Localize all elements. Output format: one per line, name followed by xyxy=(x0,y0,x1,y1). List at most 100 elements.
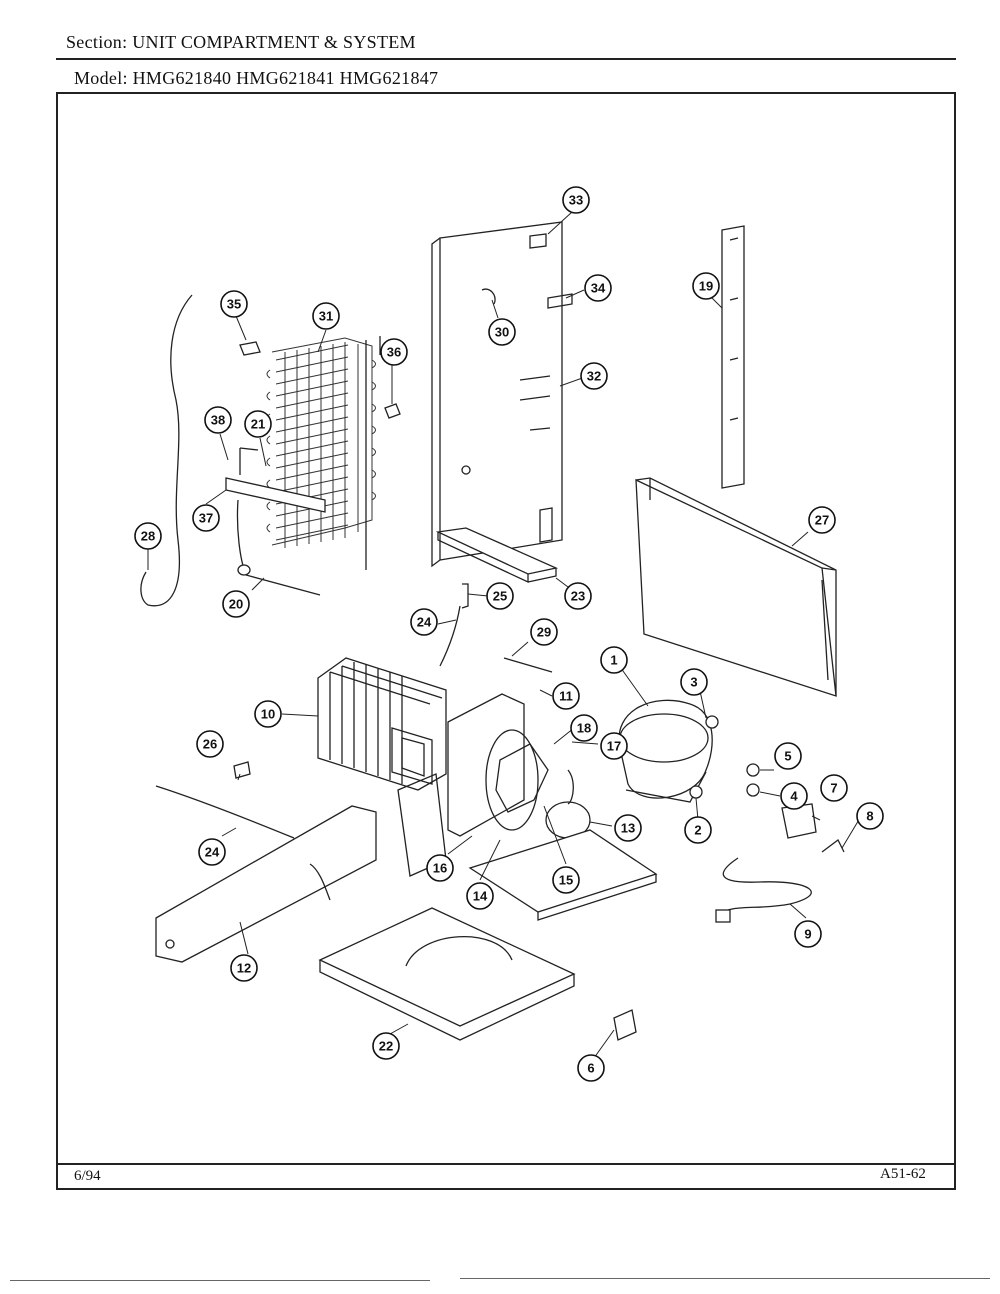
tube-24-upper-illustration xyxy=(439,605,461,667)
callout-9-label: 9 xyxy=(804,927,811,942)
callout-13: 13 xyxy=(614,814,642,842)
model-number-1: HMG621840 xyxy=(132,68,232,88)
callout-2-label: 2 xyxy=(694,823,701,838)
condenser-10-illustration xyxy=(317,657,447,791)
callout-11: 11 xyxy=(552,682,580,710)
callout-35: 35 xyxy=(220,290,248,318)
callout-33: 33 xyxy=(562,186,590,214)
callout-16: 16 xyxy=(426,854,454,882)
callout-25-label: 25 xyxy=(493,589,507,604)
callout-5: 5 xyxy=(774,742,802,770)
frame-footer-rule xyxy=(56,1163,956,1165)
rod-29-illustration xyxy=(503,657,553,673)
fan-blade-illustration xyxy=(495,743,549,813)
frame-right xyxy=(954,92,956,1190)
callout-22-label: 22 xyxy=(379,1039,393,1054)
callout-24-lower-label: 24 xyxy=(205,845,220,860)
callout-35-label: 35 xyxy=(227,297,241,312)
callout-38-label: 38 xyxy=(211,413,225,428)
callout-3-label: 3 xyxy=(690,675,697,690)
callout-4-label: 4 xyxy=(790,789,798,804)
callout-8: 8 xyxy=(856,802,884,830)
callout-28-label: 28 xyxy=(141,529,155,544)
drain-pan-illustration xyxy=(318,907,576,1041)
callout-14: 14 xyxy=(466,882,494,910)
callout-12-label: 12 xyxy=(237,961,251,976)
callout-17-label: 17 xyxy=(607,739,621,754)
model-number-2: HMG621841 xyxy=(236,68,335,88)
callout-3: 3 xyxy=(680,668,708,696)
section-label: Section: xyxy=(66,32,128,52)
compressor-illustration xyxy=(618,699,719,803)
bracket-17-illustration xyxy=(567,769,574,805)
callout-14-label: 14 xyxy=(473,889,488,904)
callout-15-label: 15 xyxy=(559,873,573,888)
leader-lines xyxy=(147,211,861,1059)
callout-1: 1 xyxy=(600,646,628,674)
callout-17: 17 xyxy=(600,732,628,760)
callout-6-label: 6 xyxy=(587,1061,594,1076)
back-panel-illustration xyxy=(439,221,563,561)
screw-33-illustration xyxy=(529,233,547,249)
callout-21: 21 xyxy=(244,410,272,438)
callout-11-label: 11 xyxy=(559,689,573,704)
thermistor-illustration xyxy=(481,288,496,305)
callout-37-label: 37 xyxy=(199,511,213,526)
clip-8-illustration xyxy=(821,839,845,853)
callout-9: 9 xyxy=(794,920,822,948)
footer-page-code: A51-62 xyxy=(880,1166,926,1182)
relay-illustration xyxy=(781,803,817,839)
model-number-3: HMG621847 xyxy=(339,68,439,88)
callout-1-label: 1 xyxy=(610,653,617,668)
callout-12: 12 xyxy=(230,954,258,982)
grommet-5-illustration xyxy=(746,763,760,777)
condenser-coil-illustration xyxy=(266,336,381,570)
callout-21-label: 21 xyxy=(251,417,265,432)
callout-7: 7 xyxy=(820,774,848,802)
callout-19: 19 xyxy=(692,272,720,300)
callout-26: 26 xyxy=(196,730,224,758)
callout-32-label: 32 xyxy=(587,369,601,384)
clip-36-illustration xyxy=(384,403,401,419)
callout-16-label: 16 xyxy=(433,861,447,876)
callout-36: 36 xyxy=(380,338,408,366)
callout-38: 38 xyxy=(204,406,232,434)
callout-36-label: 36 xyxy=(387,345,401,360)
callout-18-label: 18 xyxy=(577,721,591,736)
callout-20-label: 20 xyxy=(229,597,243,612)
clip-26-illustration xyxy=(233,761,251,779)
callout-18: 18 xyxy=(570,714,598,742)
bracket-34-illustration xyxy=(547,293,573,309)
callout-34-label: 34 xyxy=(591,281,606,296)
frame-top xyxy=(56,92,956,94)
callout-8-label: 8 xyxy=(866,809,873,824)
callout-29-label: 29 xyxy=(537,625,551,640)
callout-15: 15 xyxy=(552,866,580,894)
callout-24-upper: 24 xyxy=(410,608,438,636)
callout-23: 23 xyxy=(564,582,592,610)
callout-23-label: 23 xyxy=(571,589,585,604)
front-rail-illustration xyxy=(155,805,377,963)
callout-10-label: 10 xyxy=(261,707,275,722)
callout-13-label: 13 xyxy=(621,821,635,836)
callout-31-label: 31 xyxy=(319,309,333,324)
callout-26-label: 26 xyxy=(203,737,217,752)
callout-33-label: 33 xyxy=(569,193,583,208)
frame-left xyxy=(56,92,58,1190)
model-heading: Model: HMG621840 HMG621841 HMG621847 xyxy=(74,68,438,89)
power-cord-illustration xyxy=(719,857,812,915)
callout-31: 31 xyxy=(312,302,340,330)
grommet-4-illustration xyxy=(746,783,760,797)
section-value: UNIT COMPARTMENT & SYSTEM xyxy=(132,32,416,52)
clip-35-illustration xyxy=(239,341,261,356)
model-label: Model: xyxy=(74,68,128,88)
callout-27-label: 27 xyxy=(815,513,829,528)
callout-30: 30 xyxy=(488,318,516,346)
callout-37: 37 xyxy=(192,504,220,532)
callout-24-upper-label: 24 xyxy=(417,615,432,630)
strip-19-illustration xyxy=(721,225,745,489)
fan-bracket-illustration xyxy=(447,693,525,837)
callout-2: 2 xyxy=(684,816,712,844)
bracket-illustration xyxy=(225,477,326,513)
